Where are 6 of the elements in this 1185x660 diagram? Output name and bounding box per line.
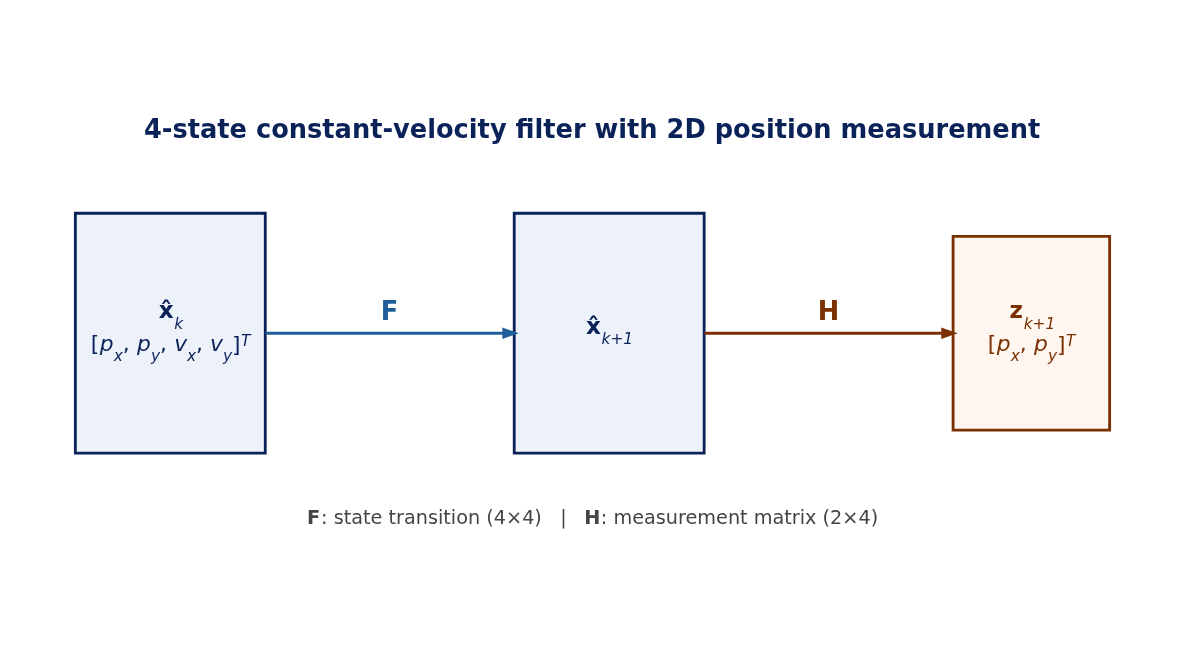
diagram-title: 4-state constant-velocity filter with 2D position measurement [144, 113, 1041, 144]
edge-label: H [817, 296, 840, 327]
edge-label: F [380, 296, 399, 327]
arrow [704, 327, 958, 339]
arrow [265, 327, 519, 339]
caption: F: state transition (4×4) | H: measurement matrix (2×4) [306, 505, 879, 529]
